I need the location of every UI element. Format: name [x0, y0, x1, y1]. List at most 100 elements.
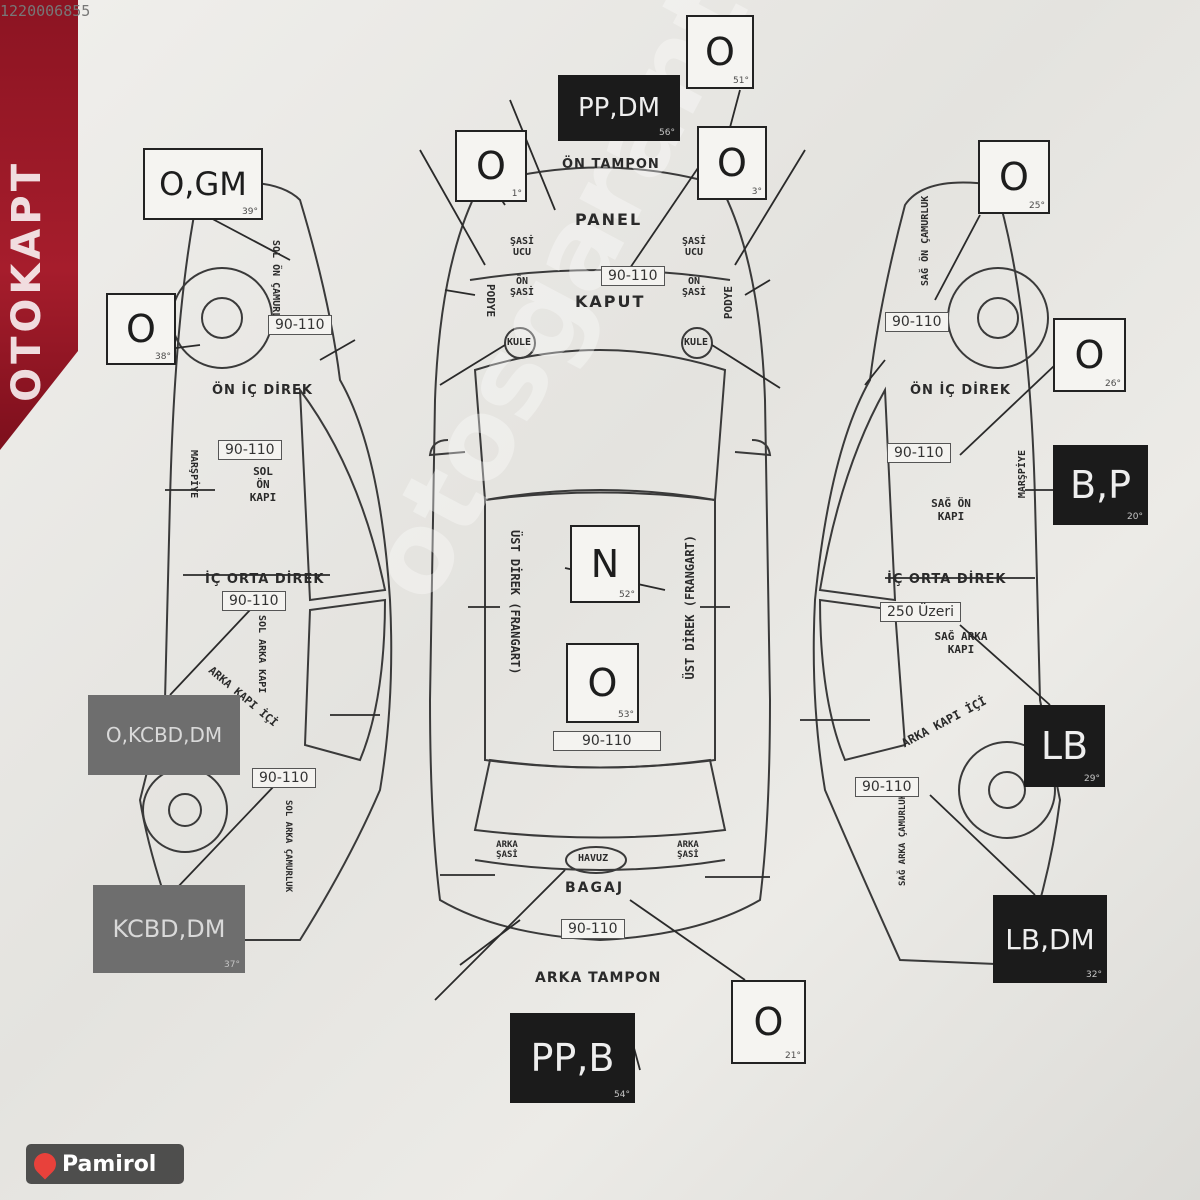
- box-arka-tampon: PP,B 54°: [510, 1013, 635, 1103]
- box-degree: 20°: [1127, 512, 1143, 522]
- box-code: O,KCBD,DM: [105, 723, 223, 747]
- left-rear-hub: [168, 793, 202, 827]
- right-rear-hub: [988, 771, 1026, 809]
- label-sol-arka-kapi: SOL ARKA KAPI: [256, 615, 267, 694]
- left-front-wheel: [171, 267, 273, 369]
- label-ust-direk-left: ÜST DİREK (FRANGART): [508, 530, 522, 675]
- label-sag-on-camurluk: SAĞ ÖN ÇAMURLUK: [920, 195, 931, 286]
- box-code: O: [705, 30, 735, 74]
- leader-line: [734, 149, 806, 266]
- left-car-window-rear: [303, 598, 387, 762]
- leader-line: [319, 339, 356, 361]
- leader-line: [629, 899, 746, 981]
- measure-left-fender: 90-110: [268, 315, 332, 335]
- left-mirror: [428, 439, 466, 457]
- leader-line: [864, 359, 886, 386]
- label-sag-arka-kapi: SAĞ ARKA KAPI: [934, 630, 988, 656]
- box-code: LB,DM: [1005, 922, 1095, 956]
- box-code: O: [717, 141, 747, 185]
- box-degree: 26°: [1105, 379, 1121, 389]
- label-sasi-ucu-left: ŞASİ UCU: [510, 236, 535, 258]
- box-code: O: [753, 1000, 784, 1044]
- measure-kaput: 90-110: [601, 266, 665, 286]
- label-panel: PANEL: [575, 210, 643, 229]
- right-rear-wheel: [958, 741, 1056, 839]
- box-degree: 56°: [659, 128, 675, 138]
- center-car-rear-window: [473, 758, 727, 839]
- label-left-on-ic-direk: ÖN İÇ DİREK: [212, 383, 313, 398]
- label-kule-right: KULE: [684, 337, 709, 348]
- box-sag-on-kapi-mark: O 26°: [1053, 318, 1126, 392]
- center-car-windshield: [473, 349, 727, 502]
- leader-line: [439, 344, 506, 386]
- kule-right-circle: [681, 327, 713, 359]
- box-degree: 38°: [155, 352, 171, 362]
- measure-bagaj: 90-110: [561, 919, 625, 939]
- box-front-left: O 1°: [455, 130, 527, 202]
- box-degree: 29°: [1084, 774, 1100, 784]
- right-mirror: [734, 439, 772, 457]
- box-code: O: [126, 307, 156, 351]
- serial-number: 1220006855: [0, 2, 91, 20]
- leader-line: [629, 164, 701, 269]
- leader-line: [444, 289, 476, 296]
- label-kule-left: KULE: [507, 337, 532, 348]
- box-code: LB: [1040, 724, 1089, 768]
- label-right-on-ic-direk: ÖN İÇ DİREK: [910, 383, 1011, 398]
- label-arka-sasi-left: ARKA ŞASİ: [496, 840, 518, 860]
- left-car-window-front: [298, 386, 387, 602]
- label-ust-direk-right: ÜST DİREK (FRANGART): [683, 535, 697, 680]
- pamirol-logo: Pamirol: [26, 1144, 184, 1184]
- leader-line: [509, 99, 556, 211]
- label-left-ic-orta-direk: İÇ ORTA DİREK: [205, 572, 325, 587]
- box-code: O: [999, 155, 1029, 199]
- box-sol-on-far: O 38°: [106, 293, 176, 365]
- label-podye-right: PODYE: [722, 286, 735, 320]
- box-code: N: [590, 542, 620, 586]
- label-sag-on-kapi: SAĞ ÖN KAPI: [931, 497, 971, 523]
- box-bagaj: O 21°: [731, 980, 806, 1064]
- box-code: O: [587, 661, 618, 705]
- leader-line: [744, 279, 771, 296]
- right-car-window-front: [818, 386, 897, 602]
- label-bagaj: BAGAJ: [565, 880, 625, 896]
- measure-left-rear-door: 90-110: [222, 591, 286, 611]
- box-code: KCBD,DM: [112, 915, 226, 943]
- location-pin-icon: [29, 1148, 61, 1180]
- leader-line: [174, 784, 276, 891]
- measure-right-rear-fender: 90-110: [855, 777, 919, 797]
- box-degree: 52°: [619, 590, 635, 600]
- box-top-right: O 51°: [686, 15, 754, 89]
- label-on-sasi-left: ÖN ŞASİ: [510, 276, 535, 298]
- leader-line: [419, 149, 486, 266]
- box-front-right: O 3°: [697, 126, 767, 200]
- box-tavan: N 52°: [570, 525, 640, 603]
- label-right-marspiye: MARŞPİYE: [1017, 450, 1028, 499]
- label-podye-left: PODYE: [484, 284, 497, 318]
- leader-line: [459, 919, 521, 966]
- box-sol-camurluk: O,GM 39°: [143, 148, 263, 220]
- box-code: PP,DM: [577, 93, 661, 123]
- label-kaput: KAPUT: [575, 292, 646, 311]
- box-degree: 21°: [785, 1051, 801, 1061]
- box-code: O: [1074, 333, 1105, 377]
- box-code: B,P: [1069, 463, 1132, 507]
- label-on-tampon: ÖN TAMPON: [562, 157, 660, 172]
- left-car-body: [138, 181, 393, 941]
- kule-left-circle: [504, 327, 536, 359]
- box-on-tampon: PP,DM 56°: [558, 75, 680, 141]
- box-code: PP,B: [530, 1036, 615, 1080]
- right-front-hub: [977, 297, 1019, 339]
- measure-tavan: 90-110: [553, 731, 661, 751]
- box-bagaj-lid: O 53°: [566, 643, 639, 723]
- box-sol-arka-camurluk: KCBD,DM 37°: [93, 885, 245, 973]
- box-sag-arka-kapi: LB 29°: [1024, 705, 1105, 787]
- havuz-ellipse: [565, 846, 627, 874]
- right-front-wheel: [947, 267, 1049, 369]
- right-car-window-rear: [818, 598, 907, 762]
- label-sasi-ucu-right: ŞASİ UCU: [682, 236, 707, 258]
- label-havuz: HAVUZ: [578, 853, 609, 864]
- box-degree: 32°: [1086, 970, 1102, 980]
- box-degree: 39°: [242, 207, 258, 217]
- label-arka-sasi-right: ARKA ŞASİ: [677, 840, 699, 860]
